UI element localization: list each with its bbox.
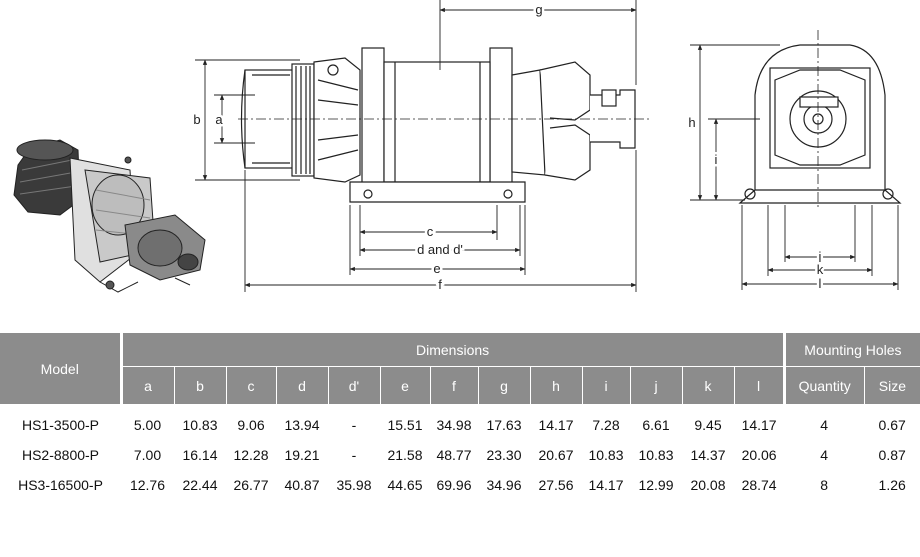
label-b: b (193, 112, 200, 127)
size-cell: 0.67 (878, 417, 906, 433)
label-e: e (433, 261, 440, 276)
label-a: a (215, 112, 223, 127)
table-cell: 19.21 (284, 447, 320, 463)
size-cell: 0.87 (878, 447, 906, 463)
quantity-cell: 8 (820, 477, 829, 493)
table-cell: 10.83 (638, 447, 674, 463)
column-header: e (379, 366, 430, 404)
model-cell: HS2-8800-P (21, 447, 100, 463)
model-cell: HS3-16500-P (18, 477, 103, 493)
label-h: h (688, 115, 695, 130)
table-cell: 26.77 (233, 477, 269, 493)
table-row: HS3-16500-P 12.76 22.44 26.77 40.87 35.9… (0, 470, 920, 500)
column-header: c (225, 366, 276, 404)
column-header: g (477, 366, 530, 404)
table-cell: 44.65 (387, 477, 423, 493)
table-cell: 12.28 (233, 447, 269, 463)
table-cell: 14.17 (741, 417, 777, 433)
dimensions-table: Model Dimensions Mounting Holes a b c d … (0, 333, 920, 500)
size-cell: 1.26 (878, 477, 906, 493)
table-cell: 13.94 (284, 417, 320, 433)
table-cell: 23.30 (486, 447, 522, 463)
table-cell: - (351, 447, 357, 463)
quantity-header: Quantity (782, 366, 865, 404)
column-header: i (581, 366, 630, 404)
size-header: Size (863, 366, 920, 404)
table-cell: 5.00 (133, 417, 162, 433)
label-g: g (535, 2, 542, 17)
label-j: j (818, 249, 822, 264)
quantity-cell: 4 (820, 447, 829, 463)
table-cell: 14.17 (588, 477, 624, 493)
label-k: k (817, 262, 824, 277)
table-cell: 20.67 (538, 447, 574, 463)
table-cell: 16.14 (182, 447, 218, 463)
table-cell: 10.83 (588, 447, 624, 463)
column-header: b (173, 366, 226, 404)
table-cell: 17.63 (486, 417, 522, 433)
dimension-lines (195, 0, 899, 292)
model-header: Model (0, 333, 123, 404)
table-cell: 34.98 (436, 417, 472, 433)
column-header: h (529, 366, 582, 404)
table-cell: 14.17 (538, 417, 574, 433)
label-d-and-d-prime: d and d' (417, 242, 463, 257)
table-cell: 34.96 (486, 477, 522, 493)
table-cell: 14.37 (690, 447, 726, 463)
column-header: d (275, 366, 328, 404)
table-cell: 69.96 (436, 477, 472, 493)
table-row: HS2-8800-P 7.00 16.14 12.28 19.21 - 21.5… (0, 440, 920, 470)
mounting-holes-header: Mounting Holes (782, 333, 920, 367)
column-header: f (429, 366, 478, 404)
model-cell: HS1-3500-P (21, 417, 100, 433)
table-cell: 7.28 (592, 417, 620, 433)
table-cell: 48.77 (436, 447, 472, 463)
table-cell: 9.45 (694, 417, 722, 433)
table-cell: 15.51 (387, 417, 423, 433)
label-i: i (715, 152, 718, 167)
table-cell: 10.83 (182, 417, 218, 433)
table-cell: 40.87 (284, 477, 320, 493)
quantity-cell: 4 (820, 417, 829, 433)
winch-perspective-illustration (13, 139, 206, 293)
table-cell: 35.98 (336, 477, 372, 493)
table-cell: 28.74 (741, 477, 777, 493)
column-header: j (629, 366, 682, 404)
winch-dimension-drawing: g b a c d and d' e f h i j k l (13, 0, 902, 295)
label-l: l (819, 276, 822, 291)
column-header: d' (327, 366, 380, 404)
winch-end-view (738, 30, 902, 210)
table-cell: 21.58 (387, 447, 423, 463)
table-cell: 12.99 (638, 477, 674, 493)
column-header: l (733, 366, 785, 404)
table-cell: 20.08 (690, 477, 726, 493)
table-cell: 7.00 (133, 447, 162, 463)
table-cell: 27.56 (538, 477, 574, 493)
column-header: k (681, 366, 734, 404)
winch-side-view (238, 47, 650, 203)
label-c: c (427, 224, 434, 239)
table-cell: 12.76 (129, 477, 166, 493)
table-cell: 6.61 (642, 417, 670, 433)
table-row: HS1-3500-P 5.00 10.83 9.06 13.94 - 15.51… (0, 404, 920, 440)
table-cell: 9.06 (237, 417, 265, 433)
table-cell: 20.06 (741, 447, 777, 463)
table-cell: 22.44 (182, 477, 218, 493)
column-header: a (121, 366, 174, 404)
table-cell: - (351, 417, 357, 433)
label-f: f (438, 277, 442, 292)
dimensions-header: Dimensions (121, 333, 785, 367)
